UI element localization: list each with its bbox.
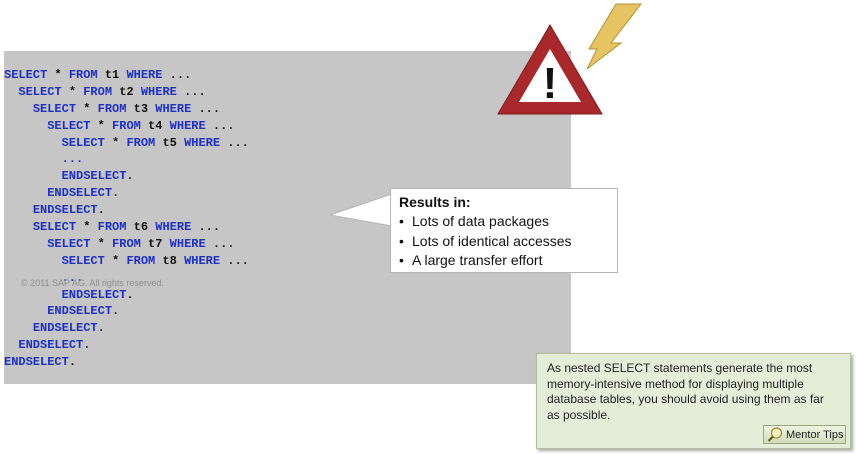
- callout-pointer: [330, 193, 392, 227]
- code-line: SELECT * FROM t8 WHERE ...: [61, 253, 249, 268]
- code-line: ENDSELECT.: [18, 338, 91, 353]
- mentor-tips-label: Mentor Tips: [786, 428, 844, 441]
- code-line: SELECT * FROM t7 WHERE ...: [47, 236, 235, 251]
- code-line: SELECT * FROM t1 WHERE ...: [4, 68, 192, 82]
- callout-item: •Lots of data packages: [399, 213, 549, 229]
- code-line: ENDSELECT.: [32, 203, 105, 218]
- results-callout: Results in: •Lots of data packages •Lots…: [390, 188, 618, 273]
- code-line: ENDSELECT.: [61, 169, 134, 184]
- code-line: SELECT * FROM t6 WHERE ...: [32, 220, 221, 235]
- mentor-tip-box: As nested SELECT statements generate the…: [536, 353, 851, 449]
- warning-symbol: !: [543, 59, 558, 108]
- code-line: ENDSELECT.: [32, 321, 105, 336]
- code-line: SELECT * FROM t5 WHERE ...: [61, 135, 249, 150]
- lightning-icon: [586, 3, 643, 70]
- code-line: ...: [61, 152, 84, 167]
- code-line: ENDSELECT.: [61, 287, 134, 302]
- code-line: ENDSELECT.: [47, 304, 120, 319]
- code-line: SELECT * FROM t4 WHERE ...: [47, 118, 235, 133]
- code-lines: SELECT * FROM t1 WHERE ... SELECT * FROM…: [4, 67, 249, 371]
- code-line: ...: [61, 270, 84, 285]
- callout-item: •Lots of identical accesses: [399, 232, 572, 249]
- code-line: SELECT * FROM t3 WHERE ...: [32, 101, 221, 116]
- callout-list: •Lots of data packages •Lots of identica…: [399, 212, 609, 271]
- code-line: SELECT * FROM t2 WHERE ...: [18, 84, 206, 99]
- warning-icon: !: [497, 3, 643, 115]
- mentor-tips-badge[interactable]: Mentor Tips: [763, 425, 846, 444]
- callout-title: Results in:: [399, 194, 471, 210]
- code-line: ENDSELECT.: [47, 186, 120, 201]
- code-line: ENDSELECT.: [4, 355, 77, 370]
- magnifier-icon: [767, 427, 783, 442]
- tip-text: As nested SELECT statements generate the…: [547, 361, 824, 422]
- copyright-notice: © 2011 SAP AG. All rights reserved.: [21, 278, 164, 288]
- callout-item: •A large transfer effort: [399, 252, 543, 268]
